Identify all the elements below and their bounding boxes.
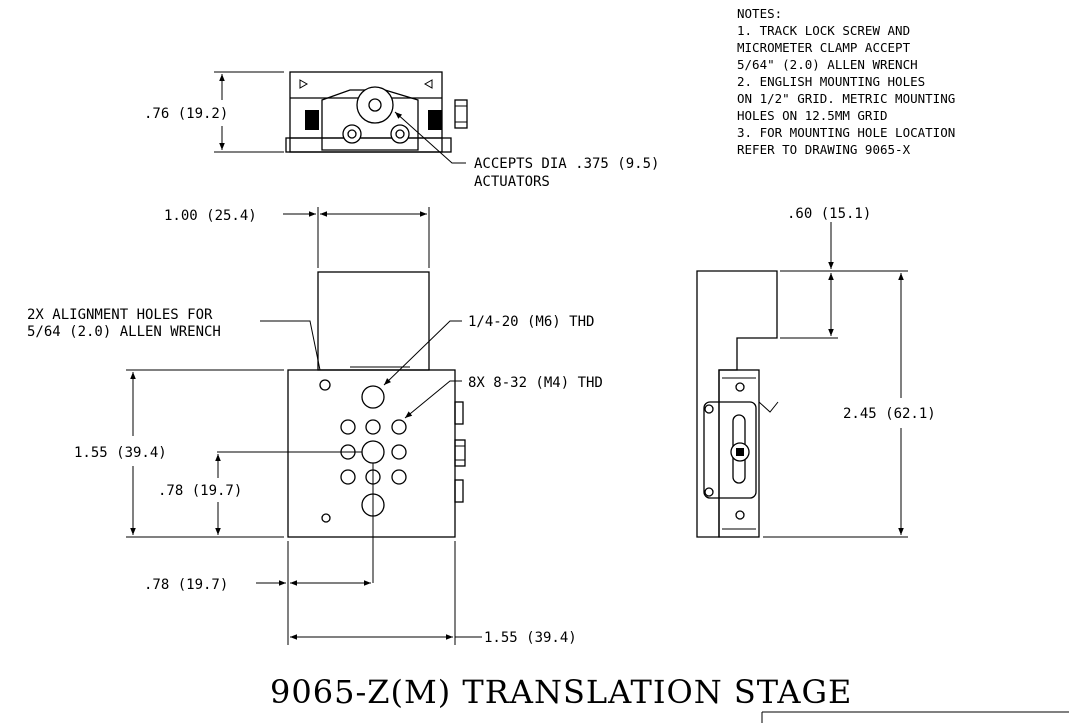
- top-view: [214, 71, 468, 164]
- alignment-hole: [321, 513, 331, 523]
- top-view-base: [285, 137, 452, 153]
- dim-top-width: 1.00 (25.4): [164, 208, 257, 224]
- note-line: HOLES ON 12.5MM GRID: [737, 108, 888, 123]
- top-view-clamp-plate: [321, 89, 419, 151]
- notes-block: NOTES: 1. TRACK LOCK SCREW AND MICROMETE…: [737, 6, 955, 157]
- drawing-title: 9065-Z(M) TRANSLATION STAGE: [270, 673, 852, 711]
- dim-front-width: 1.55 (39.4): [484, 630, 577, 646]
- dim-front-height: 1.55 (39.4): [74, 445, 167, 461]
- note-line: ON 1/2" GRID. METRIC MOUNTING: [737, 91, 955, 106]
- callout-actuators: ACCEPTS DIA .375 (9.5): [474, 156, 659, 172]
- side-view-clamp-plate: [703, 401, 757, 499]
- front-view: [126, 207, 482, 645]
- dim-front-center-width: .78 (19.7): [144, 577, 228, 593]
- dim-top-height: .76 (19.2): [144, 106, 228, 122]
- note-line: 1. TRACK LOCK SCREW AND: [737, 23, 910, 38]
- note-line: MICROMETER CLAMP ACCEPT: [737, 40, 911, 55]
- top-view-left-spring: [305, 110, 319, 130]
- note-line: 2. ENGLISH MOUNTING HOLES: [737, 74, 925, 89]
- note-line: 5/64" (2.0) ALLEN WRENCH: [737, 57, 918, 72]
- side-view: [696, 222, 908, 538]
- center-hole: [361, 440, 385, 464]
- dim-side-height: 2.45 (62.1): [843, 406, 936, 422]
- callout-alignment: 2X ALIGNMENT HOLES FOR: [27, 307, 213, 323]
- side-view-outline: [696, 270, 778, 538]
- notes-heading: NOTES:: [737, 6, 782, 21]
- callout-center-thread: 1/4-20 (M6) THD: [468, 314, 594, 330]
- note-line: REFER TO DRAWING 9065-X: [737, 142, 911, 157]
- callout-alignment-2: 5/64 (2.0) ALLEN WRENCH: [27, 324, 221, 340]
- callout-actuators-2: ACTUATORS: [474, 174, 550, 190]
- top-view-knob: [454, 99, 468, 129]
- dim-front-center-height: .78 (19.7): [158, 483, 242, 499]
- center-hole: [361, 385, 385, 409]
- callout-mount-threads: 8X 8-32 (M4) THD: [468, 375, 603, 391]
- front-view-actuator: [317, 271, 430, 371]
- dim-side-top: .60 (15.1): [787, 206, 871, 222]
- note-line: 3. FOR MOUNTING HOLE LOCATION: [737, 125, 955, 140]
- top-view-right-spring: [428, 110, 442, 130]
- alignment-hole: [319, 379, 331, 391]
